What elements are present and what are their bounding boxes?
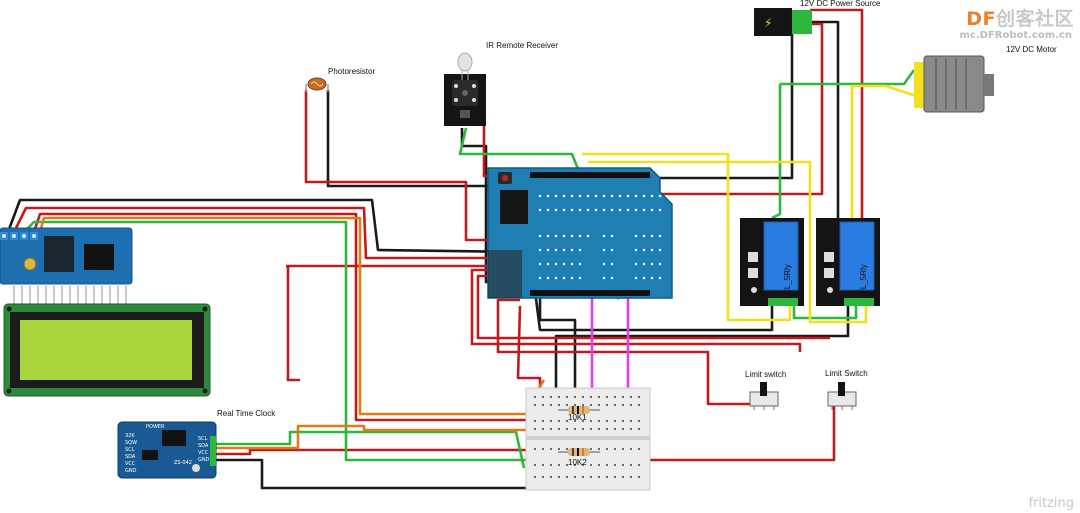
relay-module-1	[740, 218, 804, 306]
rtc-model-label: ZS-042	[174, 460, 192, 466]
wire-green	[214, 430, 526, 469]
lcd-display	[3, 303, 211, 397]
svg-text:⚡: ⚡	[764, 16, 772, 30]
wire-yellow	[582, 152, 792, 322]
resistor-2-label: 10K2	[568, 458, 587, 467]
rtc-pin-gnd: GND	[125, 468, 137, 474]
rtc-label: Real Time Clock	[217, 409, 276, 418]
limit-switch-1	[749, 382, 779, 410]
wire-red	[496, 298, 750, 406]
rtc-power-label: POWER	[146, 424, 165, 430]
wire-black	[810, 20, 840, 218]
motor-label: 12V DC Motor	[1006, 45, 1057, 54]
wire-yellow	[588, 160, 868, 324]
resistor-1-label: 10K1	[568, 413, 587, 422]
dfrobot-logo: DF创客社区	[966, 4, 1074, 31]
rtc-pin-scl-r: SCL	[198, 436, 208, 442]
dc-motor	[914, 55, 994, 113]
resistor-2	[558, 448, 600, 456]
rtc-pin-vcc-r: VCC	[198, 450, 209, 456]
dfrobot-logo-cn: 创客社区	[995, 8, 1074, 30]
ir-receiver	[444, 52, 486, 126]
resistor-1	[558, 406, 600, 414]
wire-green	[771, 84, 782, 220]
wire-green	[458, 127, 582, 175]
rtc-left-pins: 32K SQW SCL SDA VCC GND	[125, 433, 137, 474]
wire-orange	[214, 424, 534, 450]
rtc-module	[117, 421, 217, 479]
wire-red	[516, 305, 542, 392]
wire-red	[214, 448, 540, 456]
power-source-label: 12V DC Power Source	[800, 0, 881, 8]
rtc-pin-gnd-r: GND	[198, 457, 210, 463]
rtc-pin-sda-r: SDA	[198, 443, 209, 449]
wire-red	[810, 8, 864, 218]
wire-green	[780, 69, 916, 86]
power-jack: ⚡	[754, 8, 812, 36]
wire-red	[32, 212, 540, 422]
wire-green	[23, 220, 528, 462]
fritzing-watermark: fritzing	[1028, 496, 1074, 511]
wire-red	[286, 266, 300, 382]
rtc-pin-32k: 32K	[125, 433, 135, 439]
photoresistor-label: Photoresistor	[328, 67, 375, 76]
wire-red	[12, 206, 520, 260]
wire-black	[6, 198, 521, 254]
wire-red	[482, 92, 520, 178]
photoresistor	[305, 77, 329, 92]
breadboard	[525, 387, 651, 491]
limit-switch-2	[827, 382, 857, 410]
wire-red	[304, 90, 520, 242]
wire-green	[792, 302, 858, 320]
dfrobot-logo-df: DF	[966, 8, 996, 30]
ir-receiver-label: IR Remote Receiver	[486, 41, 558, 50]
relay-2-label: FL_5Rly	[859, 264, 868, 294]
dfrobot-url: mc.DFRobot.com.cn	[959, 30, 1072, 41]
i2c-backpack	[0, 227, 133, 304]
wire-red	[636, 406, 836, 462]
relay-module-2	[816, 218, 880, 306]
proto-shield	[487, 167, 673, 299]
rtc-pin-scl: SCL	[125, 447, 135, 453]
rtc-right-pins: SCL SDA VCC GND	[198, 436, 210, 463]
rtc-pin-vcc: VCC	[125, 461, 136, 467]
rtc-pin-sda: SDA	[125, 454, 136, 460]
wire-yellow	[850, 84, 917, 302]
wire-orange	[38, 216, 534, 416]
limit-switch-1-label: Limit switch	[745, 370, 786, 379]
relay-1-label: FL_5Rly	[783, 264, 792, 294]
rtc-pin-sqw: SQW	[125, 440, 137, 446]
limit-switch-2-label: Limit Switch	[825, 369, 868, 378]
